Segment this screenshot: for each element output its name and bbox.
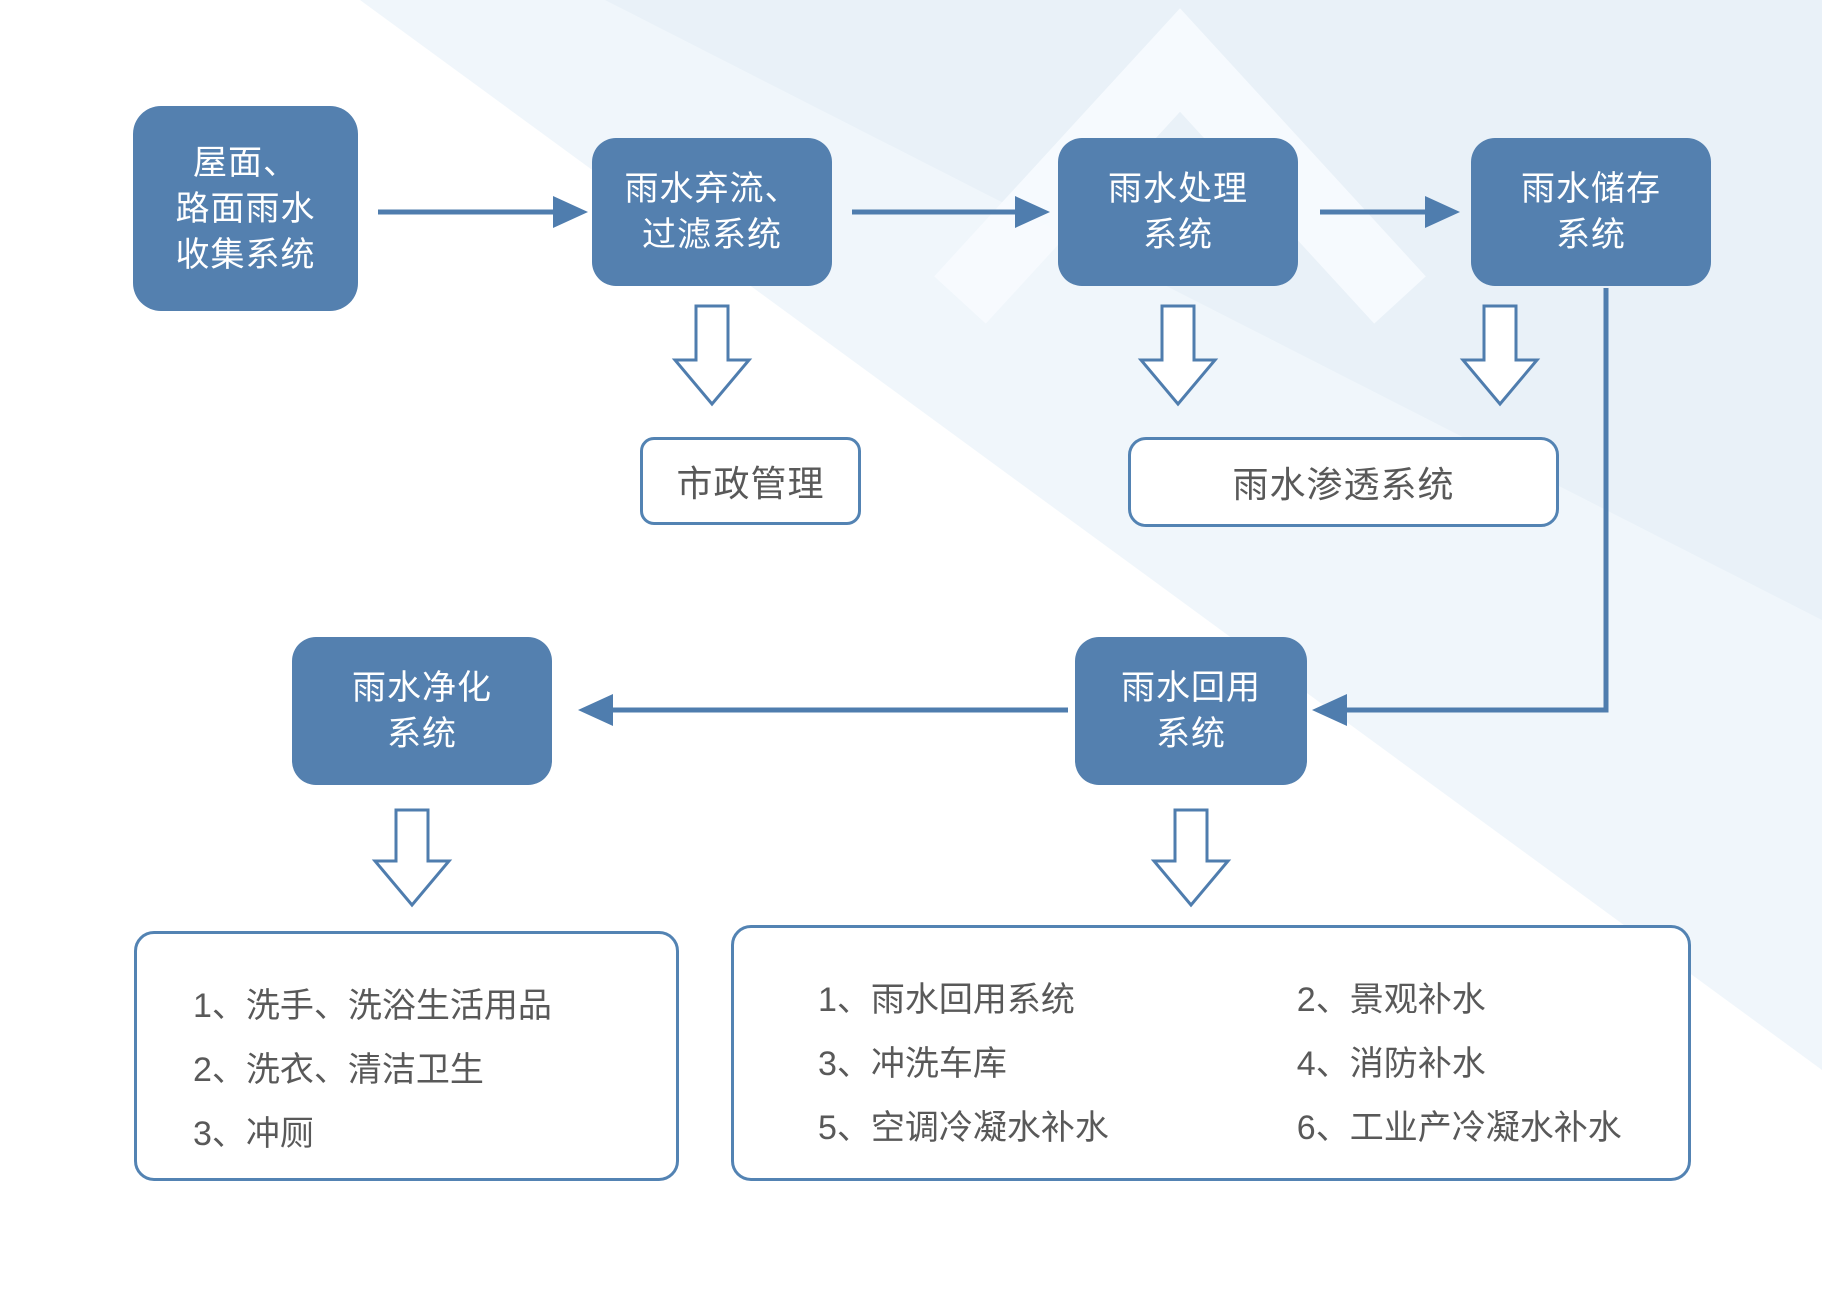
block-arrow-storage-to-infiltration — [1459, 304, 1541, 407]
reuse-uses-list: 1、雨水回用系统 2、景观补水 3、冲洗车库 4、消防补水 5、空调冷凝水补水 … — [731, 925, 1691, 1181]
list-item: 2、景观补水 — [1296, 981, 1486, 1019]
node-label-line: 系统 — [1556, 216, 1626, 254]
node-purification: 雨水净化 系统 — [292, 637, 552, 785]
node-treatment: 雨水处理 系统 — [1058, 138, 1298, 286]
node-label-line: 路面雨水 — [175, 189, 316, 228]
block-arrow-reuse-to-uses — [1150, 808, 1232, 908]
list-item: 3、冲厕 — [193, 1115, 314, 1153]
node-label-line: 过滤系统 — [642, 216, 782, 254]
node-label-line: 系统 — [1143, 216, 1213, 254]
block-arrow-treatment-to-infiltration — [1137, 304, 1219, 407]
node-label: 市政管理 — [676, 463, 825, 504]
purification-uses-list: 1、洗手、洗浴生活用品 2、洗衣、清洁卫生 3、冲厕 — [134, 931, 679, 1181]
node-label-line: 雨水净化 — [352, 669, 492, 707]
arrow-diversion-to-treatment — [852, 196, 1050, 228]
background-chevron-highlight — [934, 8, 1426, 324]
node-reuse: 雨水回用 系统 — [1075, 637, 1307, 785]
node-label-line: 屋面、 — [193, 143, 298, 182]
node-label-line: 系统 — [1156, 715, 1226, 753]
node-label-line: 雨水弃流、 — [624, 170, 800, 208]
connector-storage-to-reuse — [1312, 288, 1609, 726]
node-label-line: 收集系统 — [175, 235, 316, 274]
list-item: 5、空调冷凝水补水 — [818, 1109, 1109, 1147]
list-item: 3、冲洗车库 — [818, 1045, 1007, 1083]
node-label-line: 雨水处理 — [1108, 170, 1248, 208]
node-storage: 雨水储存 系统 — [1471, 138, 1711, 286]
node-diversion-filter: 雨水弃流、 过滤系统 — [592, 138, 832, 286]
arrow-reuse-to-purification — [578, 694, 1068, 726]
node-label: 雨水渗透系统 — [1232, 464, 1455, 505]
arrow-collection-to-diversion — [378, 196, 588, 228]
node-label-line: 系统 — [387, 715, 457, 753]
node-label-line: 雨水回用 — [1121, 669, 1261, 707]
list-item: 4、消防补水 — [1296, 1045, 1486, 1083]
list-item: 6、工业产冷凝水补水 — [1296, 1109, 1622, 1147]
list-item: 2、洗衣、清洁卫生 — [193, 1051, 484, 1089]
node-infiltration: 雨水渗透系统 — [1128, 437, 1559, 527]
node-rainwater-collection: 屋面、 路面雨水 收集系统 — [133, 106, 358, 311]
list-item: 1、洗手、洗浴生活用品 — [193, 987, 552, 1025]
node-label-line: 雨水储存 — [1521, 170, 1661, 208]
block-arrow-purification-to-uses — [371, 808, 453, 908]
list-item: 1、雨水回用系统 — [818, 981, 1075, 1019]
arrow-treatment-to-storage — [1320, 196, 1460, 228]
block-arrow-diversion-to-municipal — [671, 304, 753, 407]
node-municipal-management: 市政管理 — [640, 437, 861, 525]
